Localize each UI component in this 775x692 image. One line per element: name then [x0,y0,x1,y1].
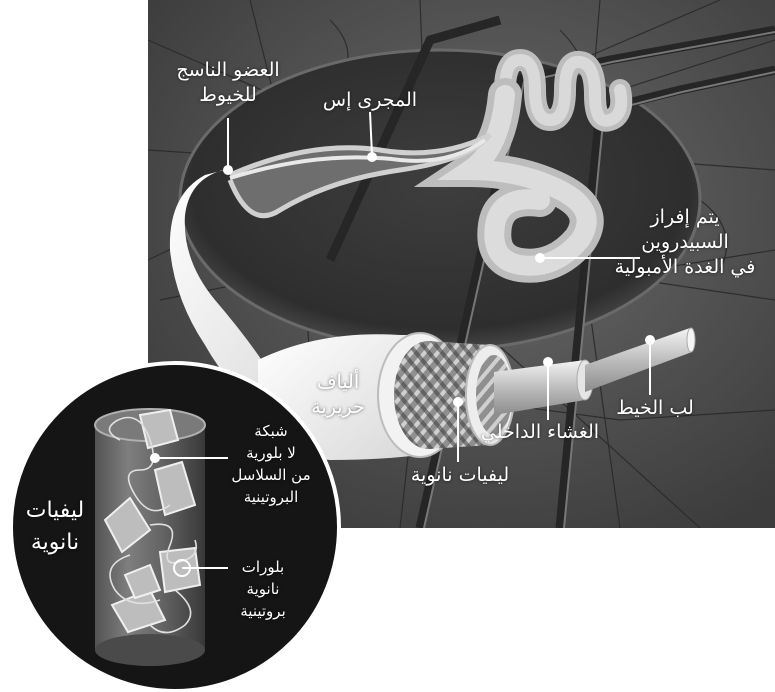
label-s-duct: المجرى إس [310,88,430,113]
label-inset-nanofibrils: ليفيات نانوية [14,495,96,559]
label-thread-core: لب الخيط [600,396,710,421]
label-amorphous-network: شبكة لا بلورية من السلاسل البروتينية [222,420,320,508]
label-protein-nanocrystals: بلورات نانوية بروتينية [222,556,304,622]
label-spidroin-secretion: يتم إفراز السبيدروين في الغدة الأمبولية [600,205,770,280]
label-inner-membrane: الغشاء الداخلي [470,420,610,445]
label-nanofibrils: ليفيات نانوية [385,463,535,488]
label-silk-fibers: ألياف حريرية [298,370,378,420]
label-spinneret: العضو الناسج للخيوط [158,58,298,108]
